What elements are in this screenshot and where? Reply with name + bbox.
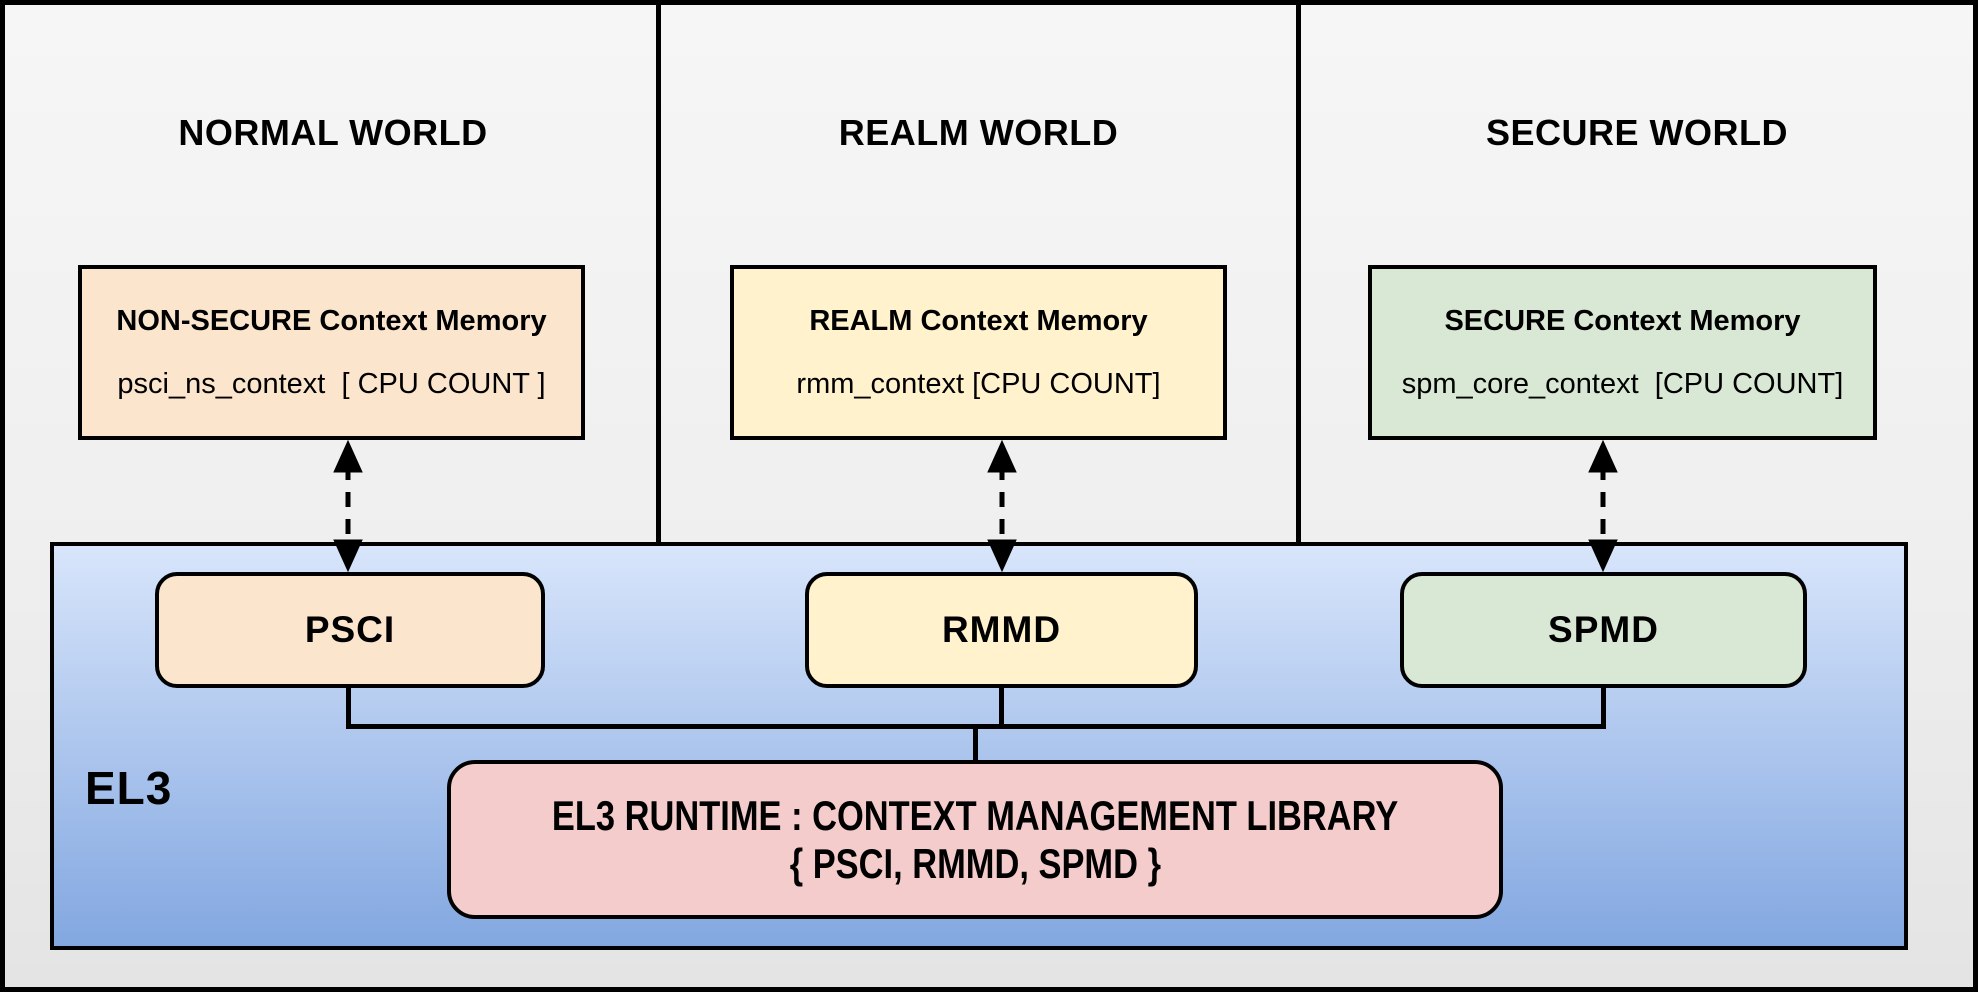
context-memory-heading: REALM Context Memory [809,304,1148,337]
context-memory-array: psci_ns_context [ CPU COUNT ] [117,367,546,400]
spmd-label: SPMD [1548,609,1659,650]
el3-runtime-library-box: EL3 RUNTIME : CONTEXT MANAGEMENT LIBRARY… [447,760,1503,919]
psci-label: PSCI [304,609,396,650]
world-title-secure: SECURE WORLD [1486,112,1788,153]
world-divider-normal-realm [656,5,661,542]
rmmd-label: RMMD [941,609,1062,650]
el3-label: EL3 [85,762,173,814]
el3-runtime-line2: { PSCI, RMMD, SPMD } [789,839,1161,887]
context-memory-array: rmm_context [CPU COUNT] [796,367,1161,400]
context-memory-heading: SECURE Context Memory [1444,304,1801,337]
el3-runtime-line1: EL3 RUNTIME : CONTEXT MANAGEMENT LIBRARY [551,791,1399,839]
context-memory-heading: NON-SECURE Context Memory [116,304,547,337]
rmmd-dispatcher-box: RMMD [805,572,1198,688]
world-title-normal: NORMAL WORLD [178,112,488,153]
spmd-dispatcher-box: SPMD [1400,572,1807,688]
context-memory-array: spm_core_context [CPU COUNT] [1401,367,1844,400]
context-memory-box-nonsecure: NON-SECURE Context Memory psci_ns_contex… [78,265,585,440]
context-memory-box-secure: SECURE Context Memory spm_core_context [… [1368,265,1877,440]
world-title-realm: REALM WORLD [838,112,1119,153]
psci-dispatcher-box: PSCI [155,572,545,688]
world-divider-realm-secure [1296,5,1301,542]
context-memory-box-realm: REALM Context Memory rmm_context [CPU CO… [730,265,1227,440]
